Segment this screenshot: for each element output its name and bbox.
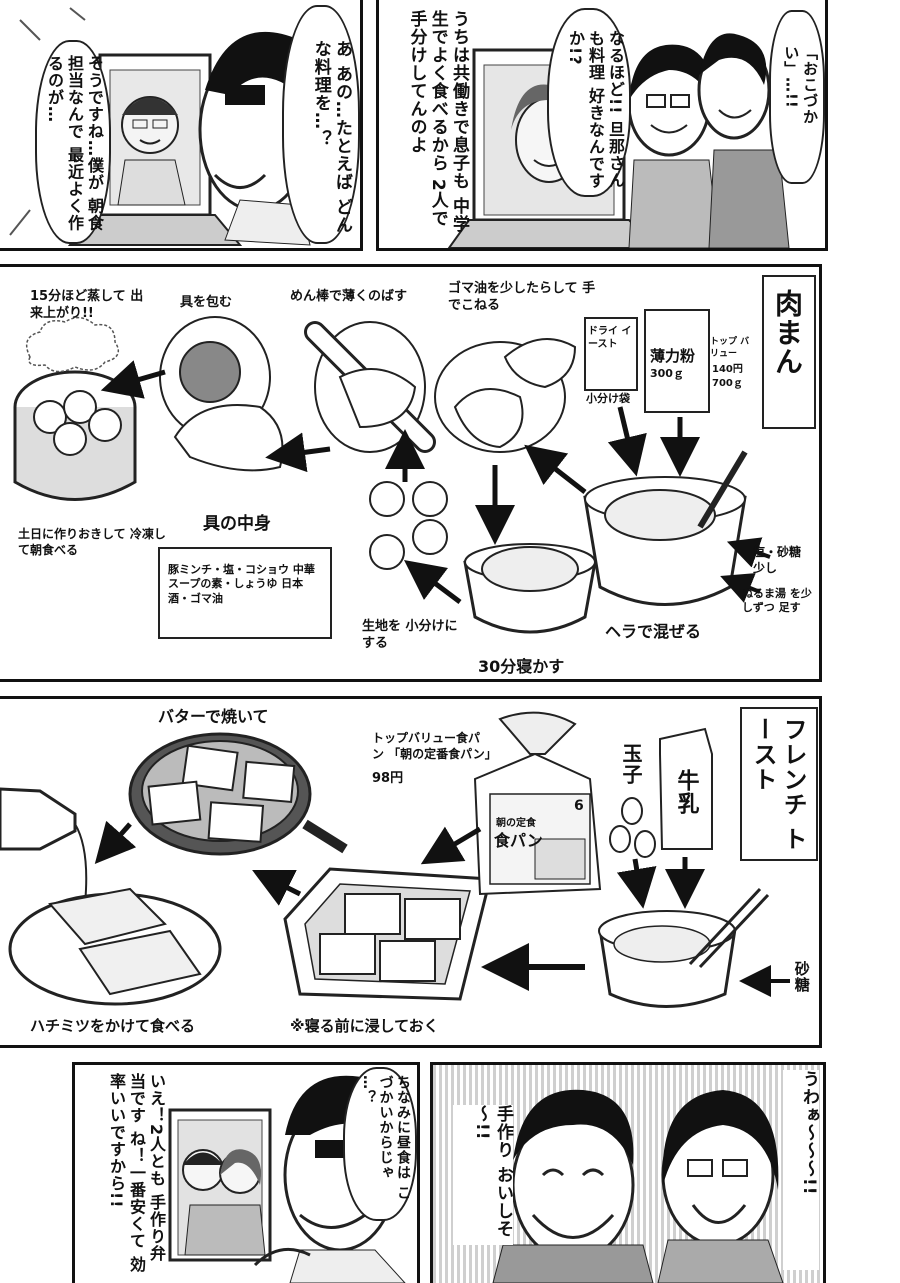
topvalue-weight: 700ｇ xyxy=(712,378,743,389)
speech-bubble-wife-question xyxy=(547,8,631,197)
speech-text-husband: そうですね…僕が 朝食担当なんで 最近よく作るのが… xyxy=(45,55,104,232)
salt-sugar-label: 塩・砂糖 少し xyxy=(753,545,802,575)
topvalue-label: トップ バリュー xyxy=(710,337,750,359)
panel-top-left: あ あの…たとえば どんな料理を…？ そうですね…僕が 朝食担当なんで 最近よく… xyxy=(0,0,363,251)
panel-bottom-right: 手作り おいしそ～!! うわぁ～～～!! xyxy=(430,1062,826,1283)
french-toast-title-box xyxy=(740,707,818,861)
flour-amount: 300ｇ xyxy=(650,367,684,380)
speech-text-husband-lunch: いえ！2人とも 手作り弁当です ね！一番安くて 効率いいですから!! xyxy=(107,1073,166,1274)
steam-label: 15分ほど蒸して 出来上がり!! xyxy=(30,289,144,321)
mix-label: ヘラで混ぜる xyxy=(605,622,702,641)
flour-bag xyxy=(644,309,710,413)
topvalue-price: 140円 xyxy=(712,364,743,375)
weekend-label: 土日に作りおきして 冷凍して朝食べる xyxy=(18,527,166,557)
speech-text-wife-explain: うちは共働きで息子も 中学生でよく食べるから 2人で手分けしてんのよ xyxy=(406,10,470,233)
nikuman-illustration xyxy=(13,316,771,634)
bag-text-1: 朝の定食 xyxy=(496,818,536,829)
sugar-label: 砂糖 xyxy=(792,961,811,993)
speech-text-husband-delicious: 手作り おいしそ～!! xyxy=(453,1105,513,1245)
filling-title: 具の中身 xyxy=(203,514,271,534)
dry-yeast-label: ドライ イースト xyxy=(588,326,632,350)
french-toast-illustration xyxy=(0,711,790,1008)
panel-bottom-right-art xyxy=(492,1089,784,1283)
dry-yeast-packet xyxy=(584,317,638,391)
panel-top-right: 「おこづかい」…!! なるほど!! 旦那さんも料理 好きなんですか!? うちは共… xyxy=(376,0,828,251)
milk-label: 牛乳 xyxy=(673,769,699,815)
nikuman-title-box xyxy=(762,275,816,429)
egg-label: 玉子 xyxy=(619,743,643,785)
divide-label: 生地を 小分けにする xyxy=(362,619,458,651)
panel-nikuman: 肉まん ドライ イースト 小分け袋 薄力粉 300ｇ トップ バリュー 140円… xyxy=(0,264,822,682)
speech-text-wife-question: なるほど!! 旦那さんも料理 好きなんですか!? xyxy=(566,30,625,190)
rest-label: 30分寝かす xyxy=(478,657,565,676)
speech-text-wife-wow: うわぁ～～～!! xyxy=(783,1070,819,1270)
speech-bubble-interviewer xyxy=(282,5,360,244)
panel-bottom-left: ちなみに昼食は こづかいからじゃ …？ いえ！2人とも 手作り弁当です ね！一番… xyxy=(72,1062,420,1283)
bread-price: 98円 xyxy=(372,771,404,786)
knead-label: ゴマ油を少したらして 手でこねる xyxy=(448,281,596,313)
filling-box xyxy=(158,547,332,639)
flour-label: 薄力粉 xyxy=(650,347,696,365)
filling-text: 豚ミンチ・塩・コショウ 中華スープの素・しょうゆ 日本酒・ゴマ油 xyxy=(168,563,315,605)
roll-label: めん棒で薄くのばす xyxy=(290,289,408,304)
soak-label: ※寝る前に浸しておく xyxy=(290,1017,439,1035)
speech-text-secret: 「おこづかい」…!! xyxy=(782,45,819,125)
dry-yeast-sub: 小分け袋 xyxy=(586,392,630,405)
bread-label: トップバリュー食パン 「朝の定番食パン」 xyxy=(372,731,497,761)
nikuman-title: 肉まん xyxy=(771,289,804,376)
bag-text-2: 食パン xyxy=(494,831,543,850)
warm-water-label: ぬるま湯 を少しずつ 足す xyxy=(742,587,812,615)
bag-number: 6 xyxy=(574,798,584,814)
speech-text-interviewer-lunch: ちなみに昼食は こづかいからじゃ …？ xyxy=(360,1075,411,1201)
wrap-label: 具を包む xyxy=(180,295,233,310)
speech-bubble-husband xyxy=(35,40,111,244)
speech-text-interviewer: あ あの…たとえば どんな料理を…？ xyxy=(310,40,352,234)
panel-french-toast: フレンチ トースト トップバリュー食パン 「朝の定番食パン」 98円 朝の定食 … xyxy=(0,696,822,1048)
speech-bubble-secret xyxy=(769,10,825,184)
butter-label: バターで焼いて xyxy=(158,707,269,726)
french-toast-title: フレンチ トースト xyxy=(749,717,807,852)
panel-bottom-left-art xyxy=(168,1075,406,1283)
speech-bubble-interviewer-lunch xyxy=(343,1067,417,1221)
honey-label: ハチミツをかけて食べる xyxy=(30,1017,196,1035)
